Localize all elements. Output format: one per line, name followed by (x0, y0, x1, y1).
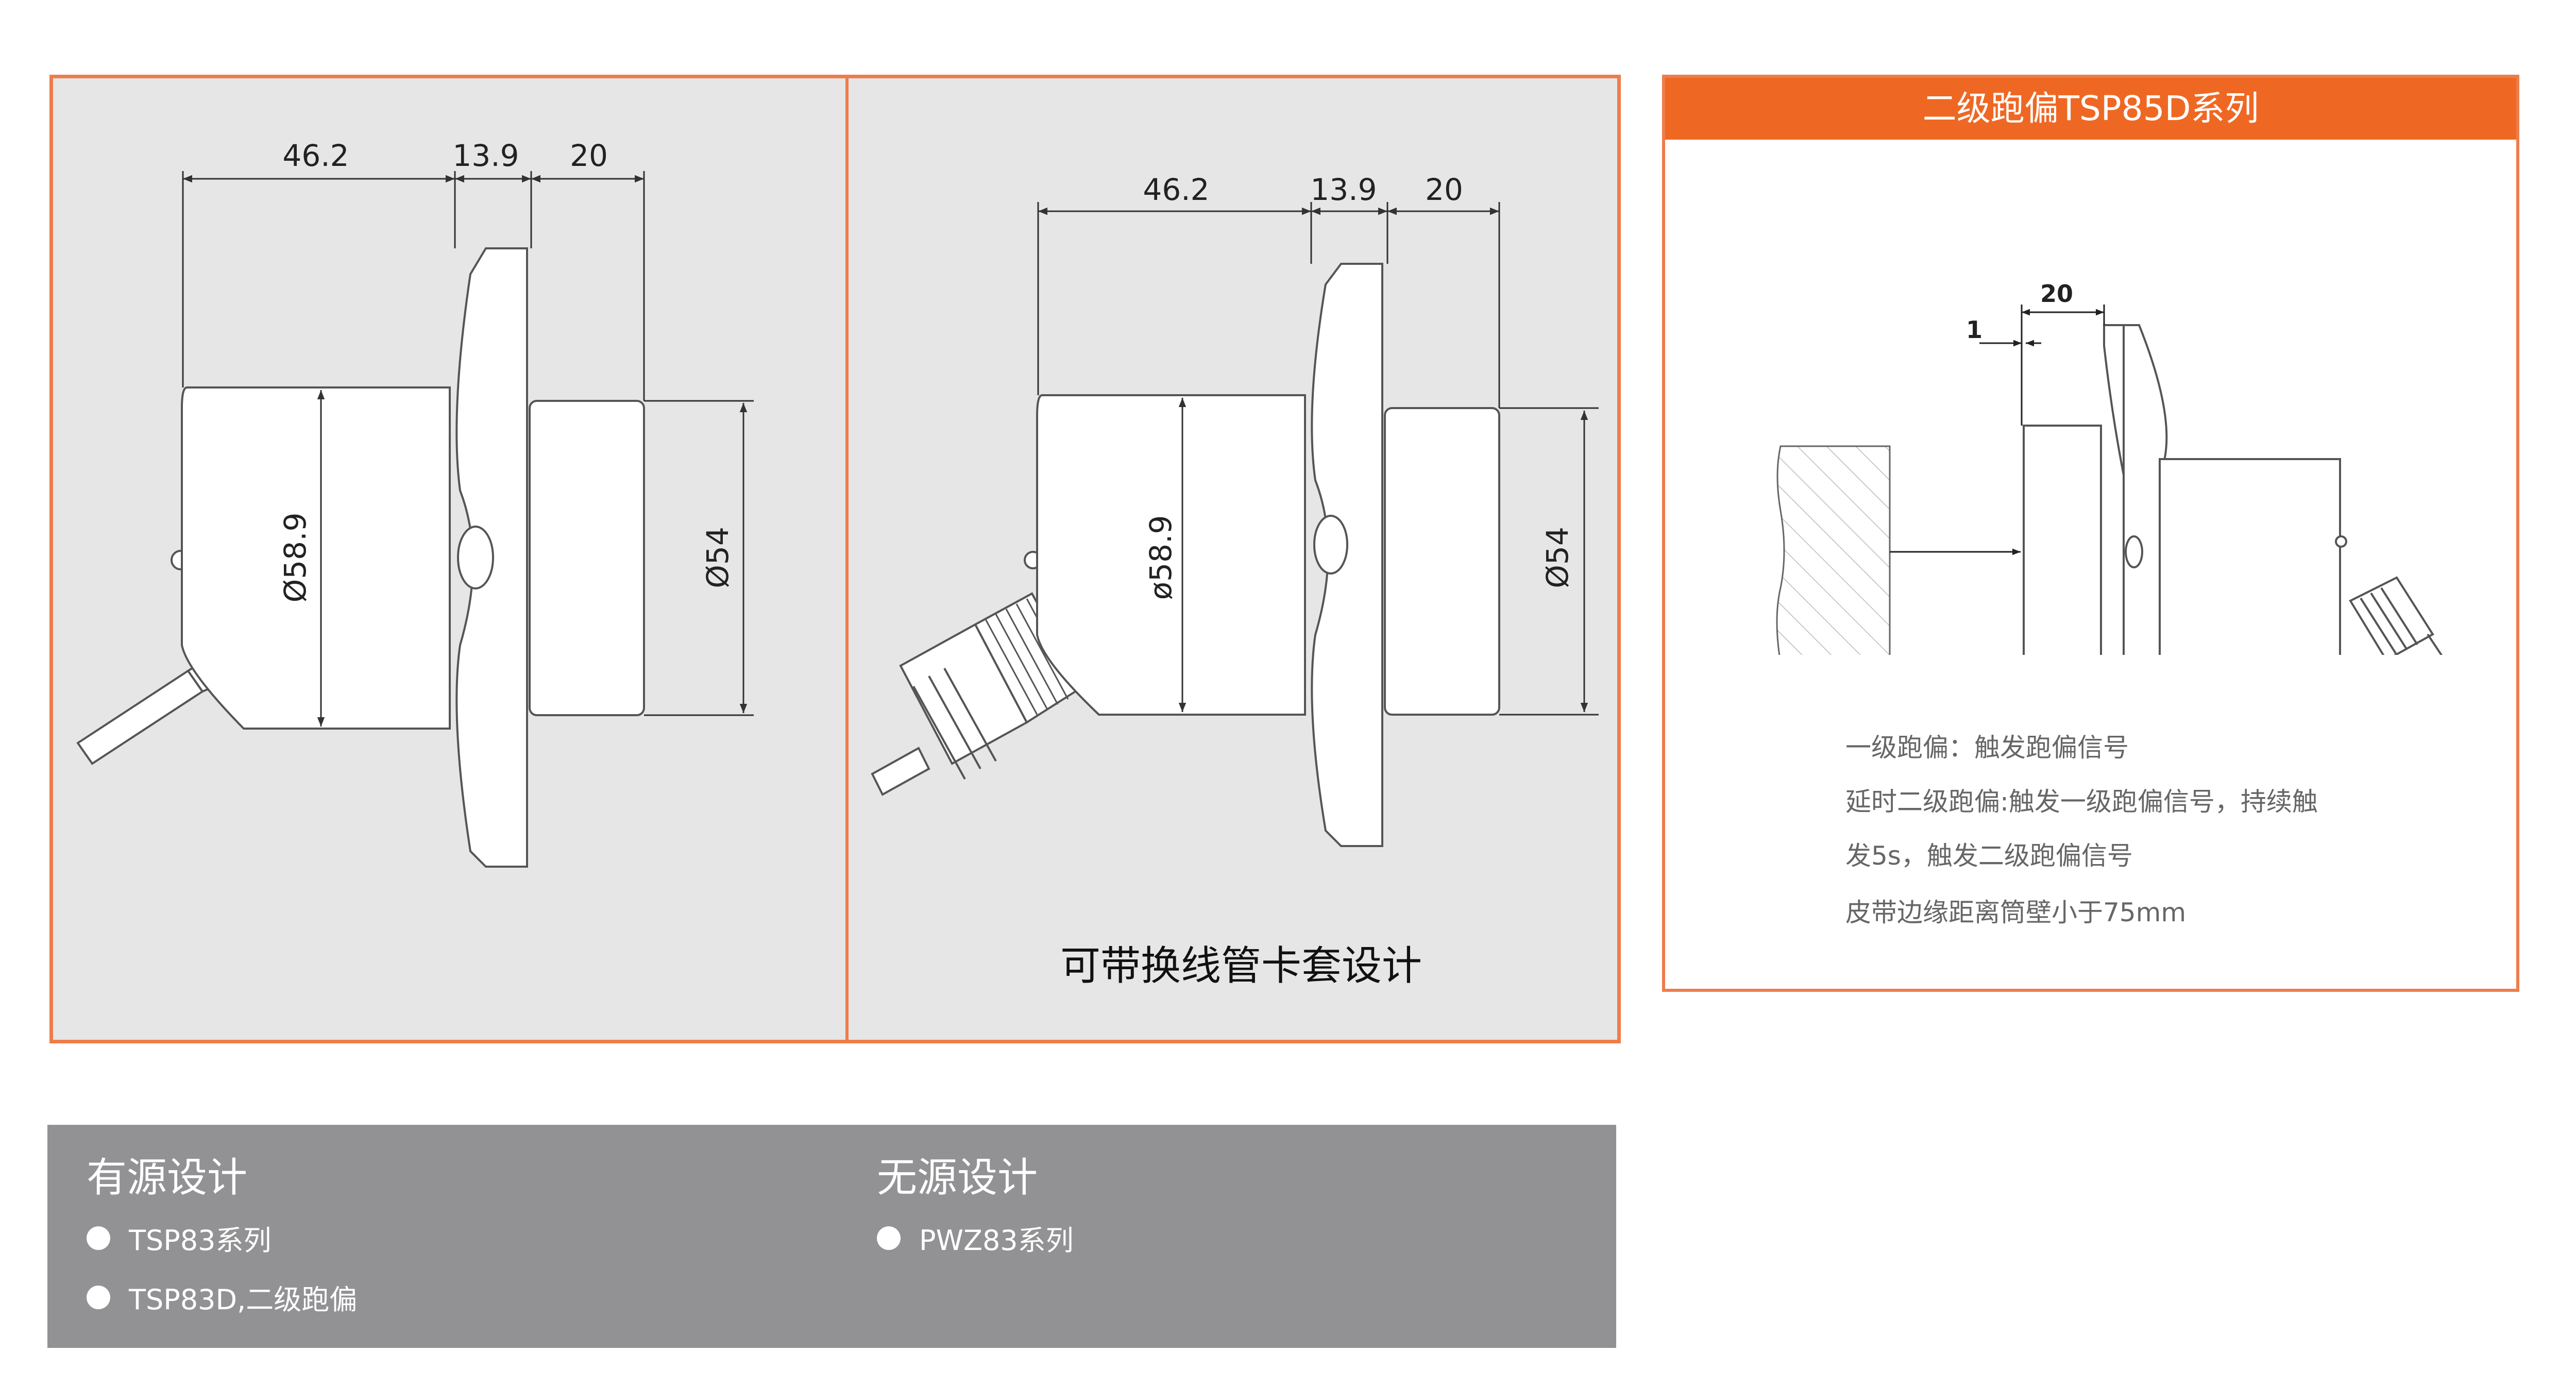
active-design-title: 有源设计 (87, 1155, 248, 1201)
drawings-panel: 46.2 13.9 20 Ø58.9 Ø54 (49, 75, 1621, 1043)
dimension-drawings: 46.2 13.9 20 Ø58.9 Ø54 (76, 138, 1599, 868)
panel-divider (845, 78, 849, 1040)
series-legend-bar: 有源设计 TSP83系列 TSP83D,二级跑偏 无源设计 PWZ83系列 (47, 1125, 1616, 1348)
belt-section (1776, 445, 1891, 655)
note-level1: 一级跑偏：触发跑偏信号 (1845, 733, 2129, 763)
tsp85d-drawing: 20 1 (1776, 280, 2443, 655)
active-item-label: TSP83系列 (129, 1224, 272, 1257)
dim2-diameter-front: Ø54 (1540, 527, 1575, 588)
bullet-icon (87, 1226, 110, 1250)
passive-item-label: PWZ83系列 (919, 1224, 1074, 1257)
bullet-icon (877, 1226, 901, 1250)
conduit-caption: 可带换线管卡套设计 (1060, 943, 1422, 989)
dim-diameter-body: Ø58.9 (278, 513, 313, 603)
dim-length-body: 46.2 (282, 138, 349, 173)
tsp85d-dim-gap: 1 (1966, 316, 1982, 344)
active-item-tsp83d: TSP83D,二级跑偏 (87, 1277, 357, 1318)
tsp85d-panel: 二级跑偏TSP85D系列 (1662, 75, 2519, 992)
drawing1-dimension-lines (182, 171, 754, 727)
dim2-diameter-body: ø58.9 (1143, 515, 1178, 600)
dim-diameter-front: Ø54 (700, 527, 735, 588)
note-level2-line1: 延时二级跑偏:触发一级跑偏信号，持续触 (1845, 787, 2318, 817)
passive-item-pwz83: PWZ83系列 (877, 1218, 1074, 1258)
dim-length-front: 20 (570, 138, 608, 173)
drawing2-dimension-lines (1037, 202, 1599, 716)
note-belt-distance: 皮带边缘距离筒壁小于75mm (1845, 898, 2187, 927)
dim-length-flange: 13.9 (452, 138, 519, 173)
drawing-straight-cable (76, 247, 645, 868)
tsp85d-dim-width: 20 (2040, 280, 2073, 308)
drawing-conduit-connector (871, 263, 1500, 847)
passive-design-title: 无源设计 (877, 1155, 1038, 1201)
note-level2-line2: 发5s，触发二级跑偏信号 (1845, 841, 2133, 871)
tsp85d-device (2023, 324, 2443, 655)
tsp85d-title: 二级跑偏TSP85D系列 (1665, 78, 2516, 140)
dim2-length-front: 20 (1425, 172, 1463, 207)
active-item-label: TSP83D,二级跑偏 (129, 1283, 358, 1316)
dim2-length-flange: 13.9 (1310, 172, 1377, 207)
tsp85d-dimension-lines (1979, 305, 2105, 426)
dim2-length-body: 46.2 (1143, 172, 1209, 207)
active-item-tsp83: TSP83系列 (87, 1218, 272, 1258)
bullet-icon (87, 1285, 110, 1309)
